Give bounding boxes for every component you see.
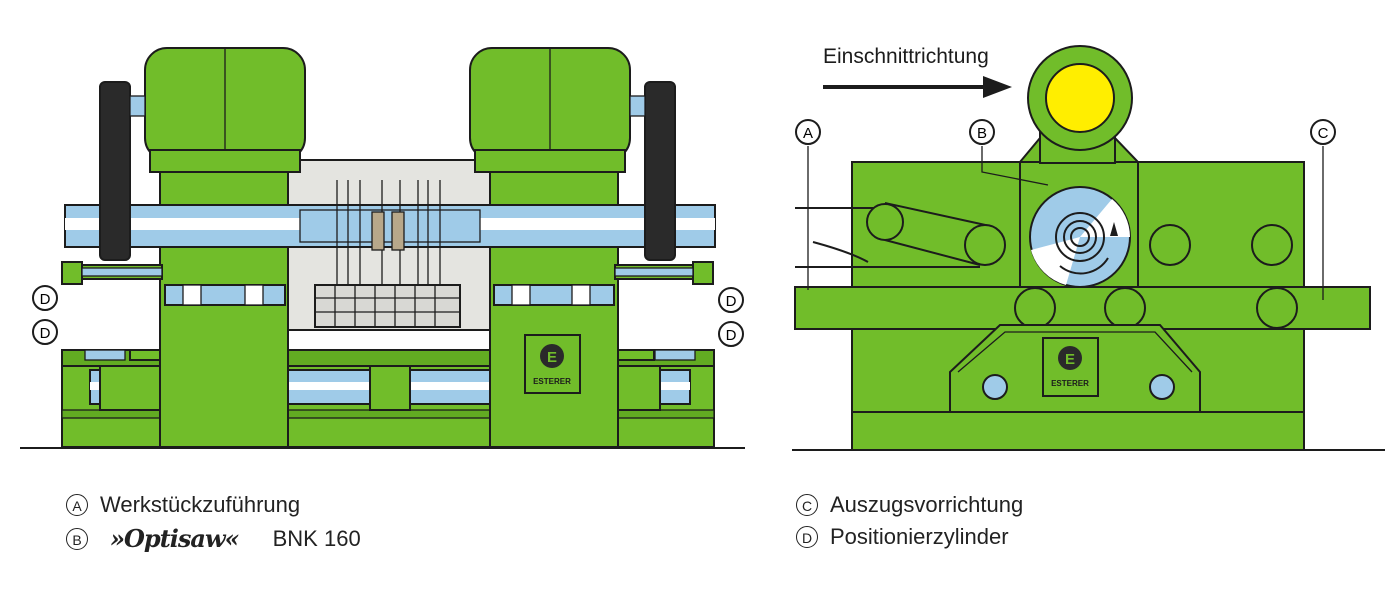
svg-text:D: D <box>726 327 737 344</box>
marker-d-right-upper: D <box>718 287 744 313</box>
clamp-grid <box>314 284 461 328</box>
svg-text:ESTERER: ESTERER <box>533 377 571 386</box>
legend-text-a: Werkstückzuführung <box>100 492 301 517</box>
legend-item-c: C Auszugsvorrichtung <box>796 492 1023 518</box>
marker-b: B <box>969 119 995 145</box>
legend-marker-a: A <box>66 494 88 516</box>
legend-item-b: B »Optisaw« BNK 160 <box>66 524 361 553</box>
side-view: E ESTERER <box>792 45 1385 451</box>
front-view: E ESTERER <box>20 47 745 449</box>
cut-direction-arrow: Einschnittrichtung <box>823 45 1012 98</box>
legend-marker-b: B <box>66 527 88 550</box>
legend-text-c: Auszugsvorrichtung <box>830 492 1024 517</box>
svg-text:D: D <box>726 293 737 310</box>
svg-text:ESTERER: ESTERER <box>1051 379 1089 388</box>
esterer-logo-front: E ESTERER <box>524 334 581 394</box>
feed-conveyor <box>795 202 1006 268</box>
legend-item-d: D Positionierzylinder <box>796 524 1009 550</box>
legend-item-a: A Werkstückzuführung <box>66 492 300 518</box>
legend-text-b: BNK 160 <box>272 525 361 551</box>
marker-d-left-upper: D <box>32 285 58 311</box>
left-belt <box>99 81 131 261</box>
svg-text:B: B <box>977 125 987 142</box>
direction-label: Einschnittrichtung <box>823 45 989 68</box>
optisaw-brand-logo: »Optisaw« <box>110 524 240 553</box>
marker-d-left-lower: D <box>32 319 58 345</box>
right-belt <box>644 81 676 261</box>
svg-text:D: D <box>40 291 51 308</box>
marker-c: C <box>1310 119 1336 145</box>
legend-marker-d: D <box>796 526 818 548</box>
svg-text:C: C <box>1318 125 1329 142</box>
legend-marker-c: C <box>796 494 818 516</box>
esterer-logo-side: E ESTERER <box>1042 337 1099 397</box>
marker-a: A <box>795 119 821 145</box>
legend-text-d: Positionierzylinder <box>830 524 1009 549</box>
svg-text:A: A <box>803 125 813 142</box>
svg-text:D: D <box>40 325 51 342</box>
svg-text:E: E <box>1065 351 1075 368</box>
marker-d-right-lower: D <box>718 321 744 347</box>
svg-text:E: E <box>547 349 557 366</box>
